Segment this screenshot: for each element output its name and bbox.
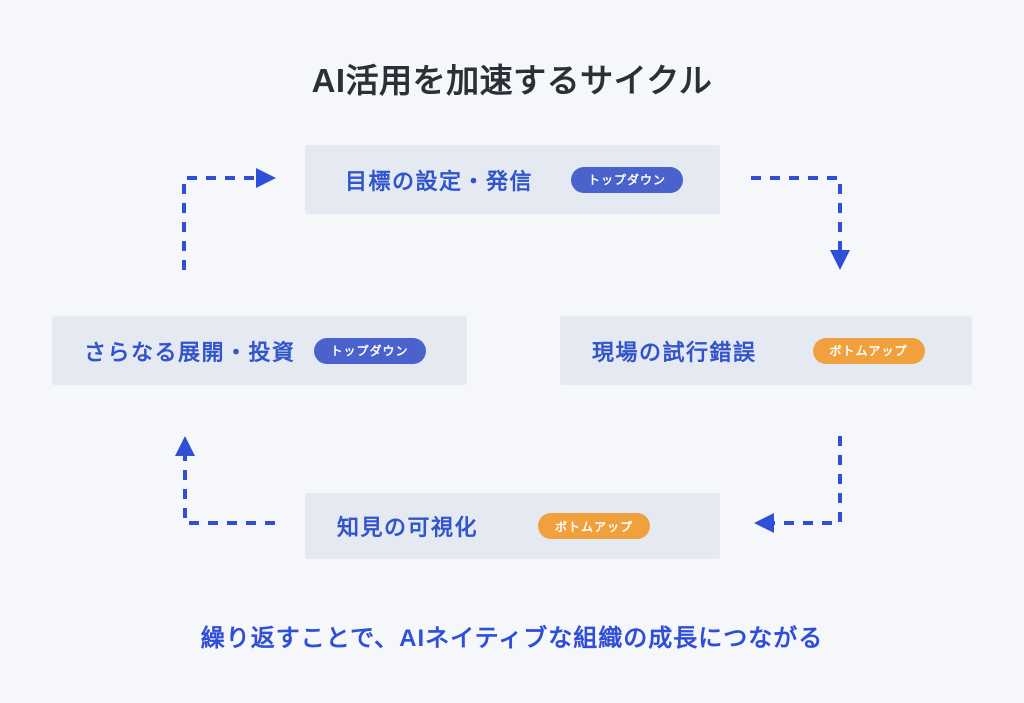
arrow-goal-to-trial [751, 176, 850, 270]
node-goal-badge: トップダウン [571, 166, 684, 193]
node-trial-badge: ボトムアップ [812, 337, 925, 364]
node-knowledge-badge: ボトムアップ [538, 513, 651, 539]
arrow-trial-to-knowledge [754, 436, 842, 533]
page-title: AI活用を加速するサイクル [311, 62, 713, 99]
arrow-expand-to-goal [182, 168, 276, 270]
diagram-caption: 繰り返すことで、AIネイティブな組織の成長につながる [200, 625, 824, 652]
node-expand-badge: トップダウン [313, 337, 426, 364]
node-trial-label: 現場の試行錯誤 [592, 339, 757, 365]
node-knowledge: 知見の可視化 ボトムアップ [305, 493, 720, 559]
node-knowledge-label: 知見の可視化 [337, 515, 479, 540]
arrow-knowledge-to-expand [175, 436, 275, 525]
node-expand: さらなる展開・投資 トップダウン [52, 316, 467, 385]
node-trial: 現場の試行錯誤 ボトムアップ [560, 316, 972, 385]
node-expand-label: さらなる展開・投資 [84, 339, 296, 365]
node-goal-label: 目標の設定・発信 [345, 168, 534, 194]
node-goal: 目標の設定・発信 トップダウン [305, 145, 720, 214]
